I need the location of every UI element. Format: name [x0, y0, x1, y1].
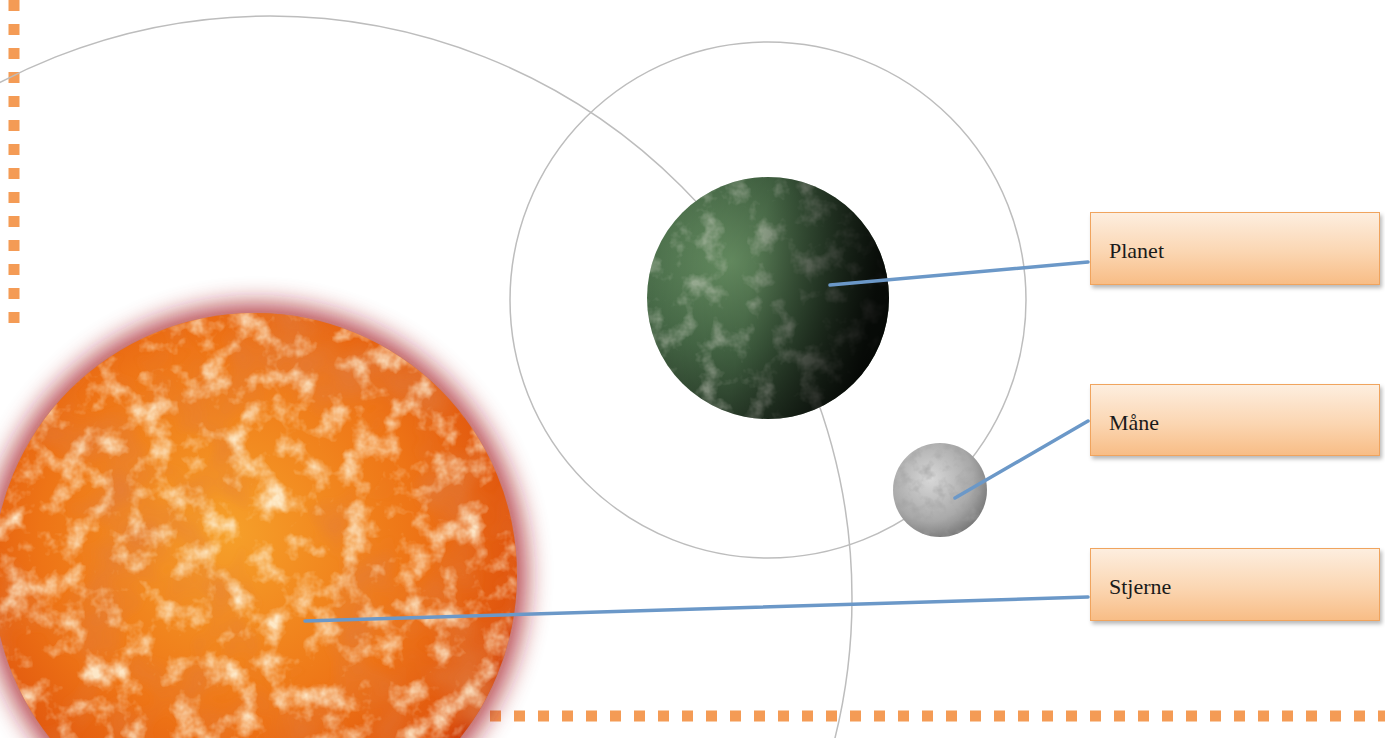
star-figure [0, 303, 527, 738]
label-box: Stjerne [1090, 548, 1380, 621]
star-glow [0, 303, 527, 738]
leader-line [955, 421, 1088, 498]
label-box: Planet [1090, 212, 1380, 285]
label-text: Stjerne [1109, 574, 1171, 600]
planet-disc [647, 177, 889, 419]
label-text: Planet [1109, 238, 1164, 264]
dashed-border [490, 711, 1385, 722]
moon-craters [893, 443, 987, 537]
star-texture [0, 313, 517, 738]
label-box: Måne [1090, 384, 1380, 456]
moon-orbit [510, 42, 1026, 558]
planet-figure [647, 177, 889, 419]
leader-line [305, 597, 1088, 621]
moon-figure [893, 443, 987, 537]
orbits [0, 16, 1026, 738]
star-disc [0, 313, 517, 738]
leader-line [830, 262, 1088, 285]
dashed-border [9, 0, 20, 335]
planet-clouds [647, 177, 889, 419]
leader-lines [305, 262, 1088, 621]
star-texture [0, 313, 517, 738]
label-text: Måne [1109, 410, 1159, 436]
planet-shade [647, 177, 889, 419]
moon-disc [893, 443, 987, 537]
